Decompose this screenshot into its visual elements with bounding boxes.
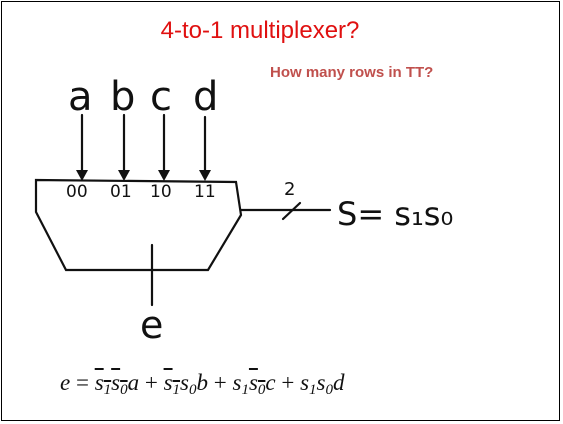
- output-label: e: [140, 303, 163, 347]
- select-code-10: 10: [150, 182, 172, 202]
- arrowhead-d: [199, 170, 211, 181]
- slide-title: 4-to-1 multiplexer?: [160, 17, 360, 44]
- arrowhead-c: [158, 170, 170, 181]
- input-label-b: b: [110, 74, 135, 120]
- arrowhead-a: [76, 170, 88, 181]
- input-label-c: c: [150, 74, 172, 120]
- select-slash: [281, 201, 302, 221]
- input-label-a: a: [68, 74, 93, 120]
- input-label-d: d: [193, 74, 218, 120]
- select-code-11: 11: [194, 182, 216, 202]
- select-code-00: 00: [66, 182, 88, 202]
- select-width-label: 2: [284, 179, 295, 200]
- mux-body: [34, 178, 243, 272]
- select-label: S= s₁s₀: [337, 195, 453, 233]
- arrowhead-b: [118, 170, 130, 181]
- select-code-01: 01: [110, 182, 132, 202]
- mux-equation: e = s1s0a + s1s0b + s1s0c + s1s0d: [60, 370, 345, 398]
- slide-subtitle: How many rows in TT?: [270, 64, 434, 81]
